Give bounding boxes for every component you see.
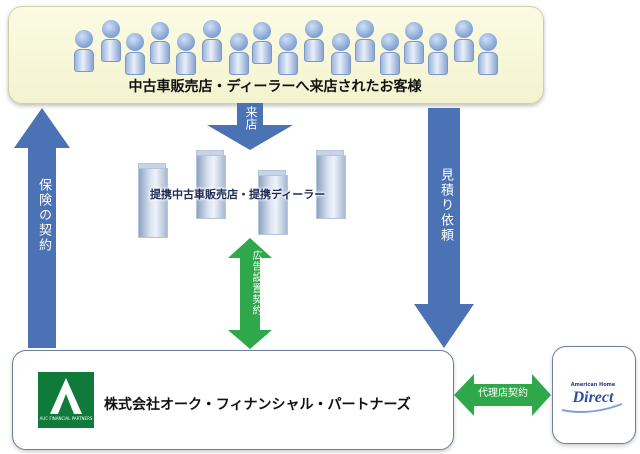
direct-brand-logo: Direct (572, 389, 614, 406)
customer-figure (74, 30, 94, 72)
customer-figure (278, 33, 298, 75)
agency-contract-label: 代理店契約 (478, 388, 528, 399)
dealers-label: 提携中古車販売店・提携ディーラー (150, 188, 326, 201)
visit-label: 来店 (244, 106, 258, 130)
insurance-contract-arrow (14, 108, 70, 348)
customer-figure (252, 22, 272, 64)
customer-figure (229, 33, 249, 75)
customer-figure (176, 33, 196, 75)
customer-figure (454, 20, 474, 62)
ad-contract-arrow (228, 238, 272, 349)
customer-figure (331, 33, 351, 75)
customer-figure (404, 22, 424, 64)
customers-label: 中古車販売店・ディーラーへ来店されたお客様 (128, 79, 422, 95)
customer-figure (380, 33, 400, 75)
insurance-contract-label: 保険の契約 (36, 178, 51, 253)
dealer-building (316, 155, 346, 219)
dealer-building (138, 168, 168, 238)
customer-crowd (0, 0, 640, 80)
dealer-building (258, 175, 288, 235)
customer-figure (428, 33, 448, 75)
customer-figure (101, 20, 121, 62)
direct-box (552, 346, 636, 444)
quote-request-arrow (414, 108, 474, 348)
customer-figure (202, 20, 222, 62)
customer-figure (150, 22, 170, 64)
quote-request-label: 見積り依頼 (438, 168, 453, 243)
afp-logo-icon (50, 378, 82, 414)
agency-contract-arrow (454, 374, 551, 416)
customer-figure (125, 33, 145, 75)
afp-logo-text: AUC FINANCIAL PARTNERS (39, 416, 93, 421)
customer-figure (355, 20, 375, 62)
direct-swoosh-icon (561, 403, 623, 413)
company-name: 株式会社オーク・フィナンシャル・パートナーズ (104, 397, 411, 413)
direct-brand-small: American Home (570, 382, 616, 388)
customer-figure (478, 33, 498, 75)
visit-arrow (207, 103, 293, 150)
afp-logo: AUC FINANCIAL PARTNERS (38, 372, 94, 428)
dealer-building (196, 155, 226, 219)
customer-figure (304, 20, 324, 62)
ad-contract-label: 広告設置契約 (250, 250, 261, 316)
